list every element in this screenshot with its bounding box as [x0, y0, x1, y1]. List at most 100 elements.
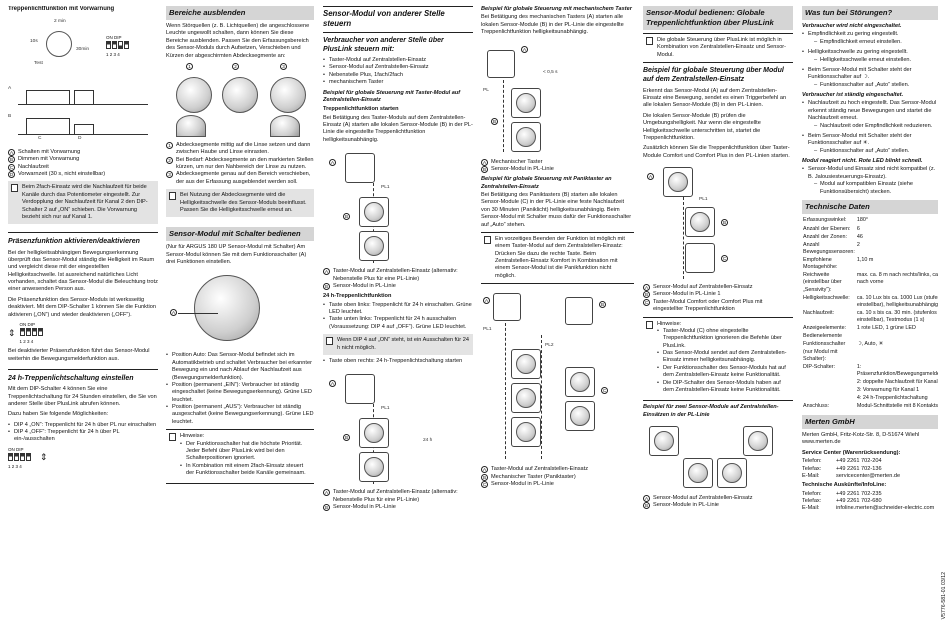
dip-switch-figure: ON DIP 1 2 3 4: [106, 35, 134, 58]
paragraph: Mit dem DIP-Schalter 4 können Sie eine T…: [8, 386, 157, 407]
step-marker: 1: [186, 62, 193, 70]
column-5: Sensor-Modul bedienen: Globale Treppenli…: [643, 6, 793, 629]
tech-key: Funktionsschalter (nur Modul mit Schalte…: [803, 341, 846, 362]
sensor-device: [511, 349, 541, 380]
note-text: Die globale Steuerung über PlusLink ist …: [657, 37, 787, 58]
support-contacts: Telefon:+49 2261 702-235 Telefax:+49 226…: [802, 491, 938, 513]
sensor-device: [663, 167, 693, 197]
company-website[interactable]: www.merten.de: [802, 439, 841, 446]
problem-heading: Verbraucher wird nicht eingeschaltet.: [802, 23, 902, 30]
dip-numbers: 1 2 3 4: [19, 339, 34, 345]
problem-heading: Verbraucher ist ständig eingeschaltet.: [802, 92, 904, 99]
paragraph: Die Präsenzfunktion des Sensor-Moduls is…: [8, 296, 156, 318]
legend-text: Abdecksegmente mittig auf die Linse setz…: [176, 141, 311, 156]
legend-text: Schalten mit Vorwarnung: [18, 148, 81, 155]
tech-value: 3: Vorwarnung für Kanal 1: [856, 387, 920, 394]
contact-value[interactable]: servicecenter@merten.de: [836, 472, 901, 479]
marker-b: B: [599, 301, 606, 309]
company-address: Merten GmbH, Fritz-Kotz-Str. 8, D-51674 …: [802, 432, 920, 439]
sensor-lens-icon: [690, 212, 710, 232]
legend-key: A: [643, 495, 650, 502]
troubleshoot-list: Nachlaufzeit zu hoch eingestellt. Das Se…: [802, 100, 938, 155]
marker-b: B: [343, 434, 350, 442]
section-title: Merten GmbH: [802, 415, 938, 430]
note-title: Hinweise:: [180, 433, 205, 440]
marker-c: C: [601, 387, 608, 395]
legend-text: Sensor-Modul in PL-Linie 1: [653, 291, 721, 298]
dip-switch-icon: [106, 40, 130, 52]
dip-numbers: 1 2 3 4: [8, 464, 22, 470]
sensor-device: [683, 458, 713, 488]
lens-icon: [222, 76, 258, 113]
column-1: Treppenlichtfunktion mit Vorwarnung 2 mi…: [8, 6, 158, 629]
contact-row: Telefon:+49 2261 702-204: [802, 458, 938, 465]
cover-segments-figure: 1 2 3: [166, 62, 314, 139]
legend-key: B: [323, 504, 330, 512]
lens-icon: [176, 76, 212, 113]
info-icon: [646, 320, 653, 329]
sensor-lens-icon: [364, 457, 384, 478]
tech-key: Anzahl der Ebenen:: [803, 225, 851, 232]
list-item: DIP 4 „OFF“: Treppenlicht für 24 h über …: [8, 429, 158, 444]
sensor-lens-icon: [570, 372, 590, 393]
paragraph: Erkennt das Sensor-Modul (A) auf dem Zen…: [643, 87, 787, 109]
dip-numbers: 1 2 3 4: [106, 52, 120, 58]
paragraph: Zusätzlich können Sie die Treppenlichtfu…: [643, 145, 790, 159]
tech-value: ☽, Auto, ☀: [856, 341, 884, 348]
timing-label-b: B: [8, 113, 12, 119]
legend-text: Taster-Modul Comfort oder Comfort Plus m…: [653, 298, 763, 313]
label-24h: 24 h: [423, 438, 433, 444]
timing-pulse-b1: [26, 117, 70, 134]
contact-value[interactable]: infoline.merten@schneider-electric.com: [836, 505, 935, 512]
two-central-sensors-figure: [643, 422, 793, 492]
subheading: Verbraucher von anderer Stelle über Plus…: [323, 36, 444, 53]
example-heading: Beispiel für globale Steuerung mit mecha…: [481, 6, 632, 12]
list: Taste oben rechts: 24 h-Treppenlichtscha…: [323, 358, 473, 366]
paragraph: (Nur für ARGUS 180 UP Sensor-Modul mit S…: [166, 244, 307, 266]
note-text: Ein vorzeitiges Beenden der Funktion ist…: [495, 235, 625, 279]
marker-a: A: [329, 159, 336, 167]
lens-icon: [176, 114, 206, 137]
pl-label: PL1: [381, 406, 390, 412]
troubleshoot-list: Sensor-Modul und Einsatz sind nicht komp…: [802, 166, 938, 196]
sensor-device: [511, 417, 541, 448]
tech-value: 46: [856, 233, 863, 240]
tech-value: 6: [856, 225, 860, 232]
arrow-updown-icon: ⇕: [40, 452, 48, 463]
list-item: Beim Sensor-Modul mit Schalter steht der…: [802, 133, 938, 156]
timing-pulse-b2: [74, 123, 94, 134]
sensor-lens-icon: [516, 388, 536, 409]
sensor-device: [511, 121, 541, 152]
example-heading: Beispiel für globale Steuerung mit Panik…: [481, 176, 612, 190]
bold-heading: 24 h-Treppenlichtfunktion: [323, 293, 392, 300]
tech-row: 3: Vorwarnung für Kanal 1: [802, 387, 938, 395]
note-box: Die globale Steuerung über PlusLink ist …: [643, 33, 793, 64]
contact-value: +49 2261 702-204: [836, 458, 882, 465]
pl-label: PL1: [381, 185, 390, 191]
option-list: DIP 4 „ON“: Treppenlicht für 24 h über P…: [8, 422, 158, 444]
mechanical-button-figure: A PL < 0,5 s B: [481, 39, 634, 156]
legend-key: C: [481, 480, 488, 488]
tech-value: 2: doppelte Nachlaufzeit für Kanal 2: [856, 379, 938, 386]
dip-switch-icon: [8, 452, 32, 464]
tech-key: Bedienelemente: [803, 333, 842, 340]
marker-a: A: [483, 297, 490, 305]
contact-value: +49 2261 702-235: [836, 490, 882, 497]
tech-key: DIP-Schalter:: [803, 363, 836, 370]
info-icon: [326, 337, 333, 346]
section-title: Sensor-Modul bedienen: Globale Treppenli…: [643, 6, 793, 31]
info-icon: [11, 184, 18, 193]
